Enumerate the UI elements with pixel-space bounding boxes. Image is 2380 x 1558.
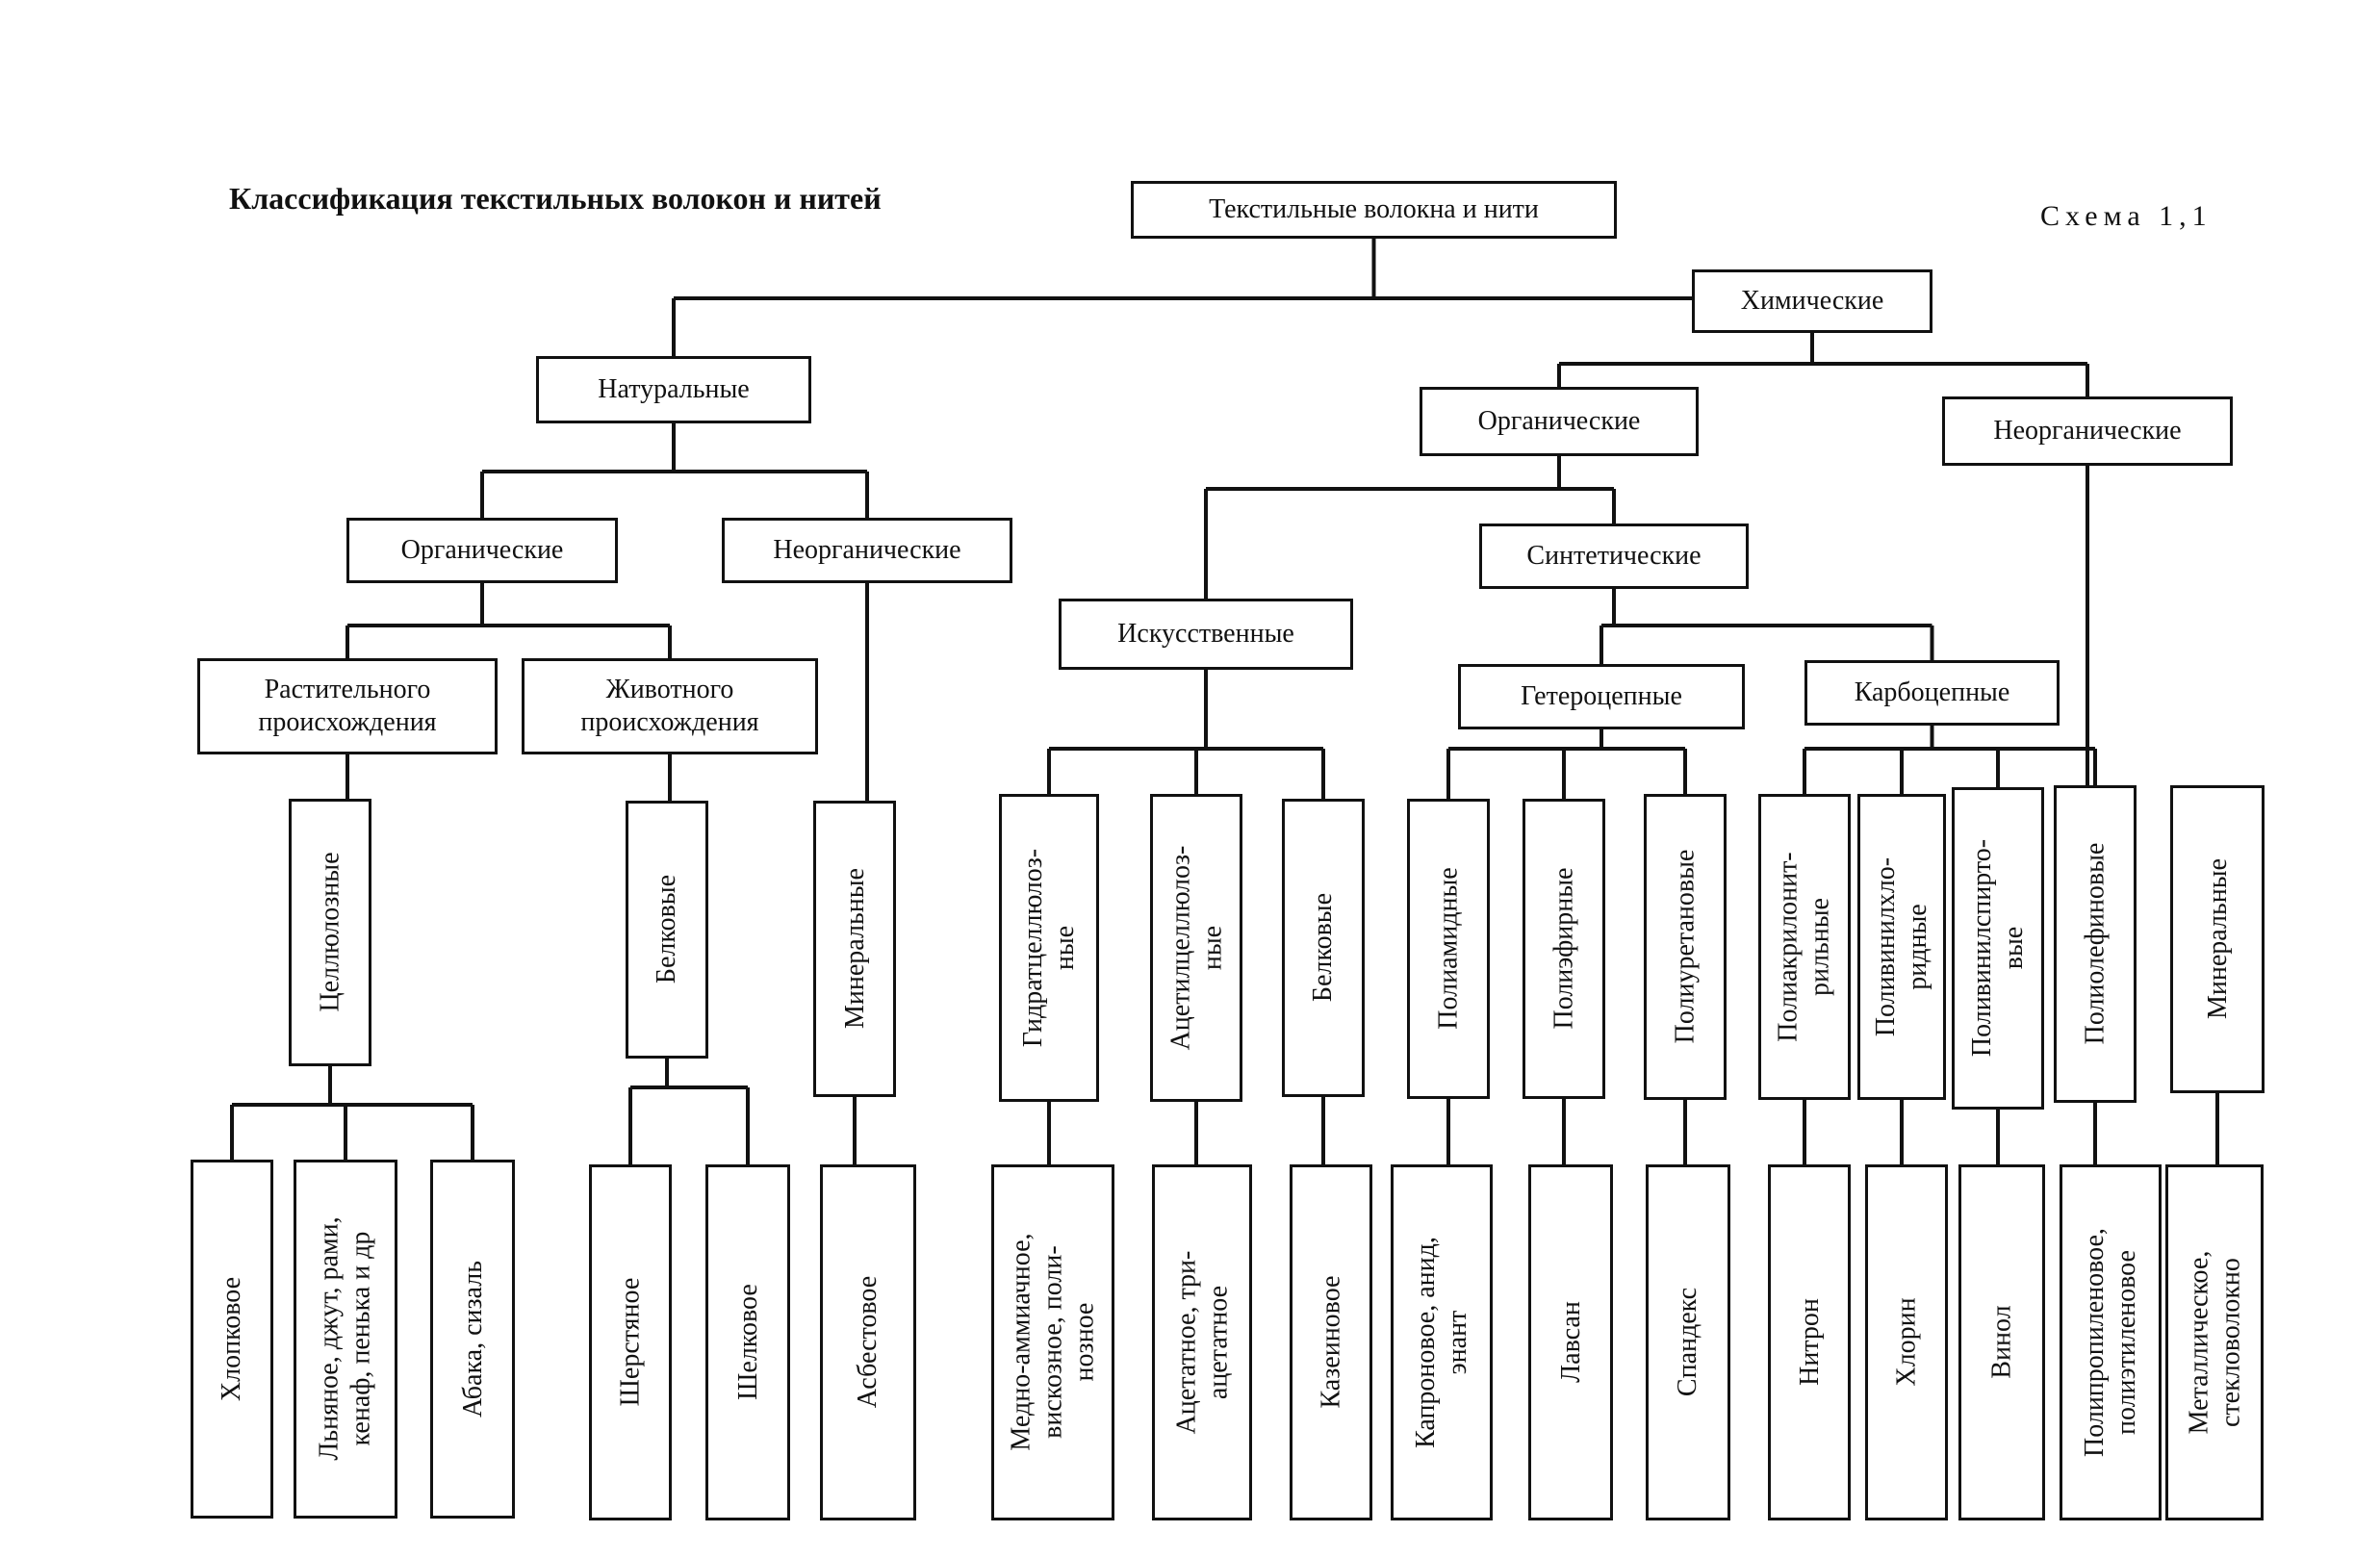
node-acetate: Ацетатное, три- ацетатное (1152, 1164, 1252, 1520)
node-polyvinylalcohol: Поливинилспирто- вые (1952, 787, 2044, 1110)
node-plant-origin: Растительного происхождения (197, 658, 498, 754)
node-asbestos: Асбестовое (820, 1164, 916, 1520)
node-natural: Натуральные (536, 356, 811, 423)
node-artificial: Искусственные (1059, 599, 1353, 670)
node-heterochain: Гетероцепные (1458, 664, 1745, 729)
node-viscose: Медно-аммиачное, вискозное, поли- нозное (991, 1164, 1114, 1520)
node-chemical-inorganic: Неорганические (1942, 396, 2233, 466)
node-acetylcellulose: Ацетилцеллюлоз- ные (1150, 794, 1242, 1102)
node-protein-natural: Белковые (626, 801, 708, 1059)
node-wool: Шерстяное (589, 1164, 672, 1520)
diagram-title: Классификация текстильных волокон и ните… (229, 181, 882, 216)
node-silk: Шелковое (705, 1164, 790, 1520)
node-chemical: Химические (1692, 269, 1932, 333)
node-lavsan: Лавсан (1528, 1164, 1613, 1520)
node-protein-artificial: Белковые (1282, 799, 1365, 1097)
node-polyester: Полиэфирные (1523, 799, 1605, 1099)
node-polyolefin: Полиолефиновые (2054, 785, 2137, 1103)
node-bast: Льняное, джут, рами, кенаф, пенька и др (294, 1160, 397, 1519)
node-hydratecellulose: Гидратцеллюлоз- ные (999, 794, 1099, 1102)
node-natural-organic: Органические (346, 518, 618, 583)
node-capron: Капроновое, анид, энант (1391, 1164, 1493, 1520)
node-polyacrylonitrile: Полиакрилонит- рильные (1758, 794, 1851, 1100)
node-polypropylene: Полипропиленовое, полиэтиленовое (2060, 1164, 2162, 1520)
node-nitron: Нитрон (1768, 1164, 1851, 1520)
node-natural-inorganic: Неорганические (722, 518, 1012, 583)
node-chemical-organic: Органические (1420, 387, 1699, 456)
node-synthetic: Синтетические (1479, 524, 1749, 589)
node-polyamide: Полиамидные (1407, 799, 1490, 1099)
node-mineral-chemical: Минеральные (2170, 785, 2265, 1093)
node-spandex: Спандекс (1646, 1164, 1730, 1520)
node-cellulose: Целлюлозные (289, 799, 371, 1066)
scheme-label: Схема 1,1 (2040, 200, 2213, 232)
node-polyvinylchloride: Поливинилхло- ридные (1857, 794, 1946, 1100)
node-cotton: Хлопковое (191, 1160, 273, 1519)
node-root: Текстильные волокна и нити (1131, 181, 1617, 239)
node-casein: Казеиновое (1290, 1164, 1372, 1520)
node-polyurethane: Полиуретановые (1644, 794, 1727, 1100)
node-carbochain: Карбоцепные (1804, 660, 2060, 726)
node-metallic: Металлическое, стекловолокно (2165, 1164, 2264, 1520)
node-animal-origin: Животного происхождения (522, 658, 818, 754)
node-vinol: Винол (1958, 1164, 2045, 1520)
node-chlorin: Хлорин (1865, 1164, 1948, 1520)
node-abaca: Абака, сизаль (430, 1160, 515, 1519)
node-mineral-natural: Минеральные (813, 801, 896, 1097)
